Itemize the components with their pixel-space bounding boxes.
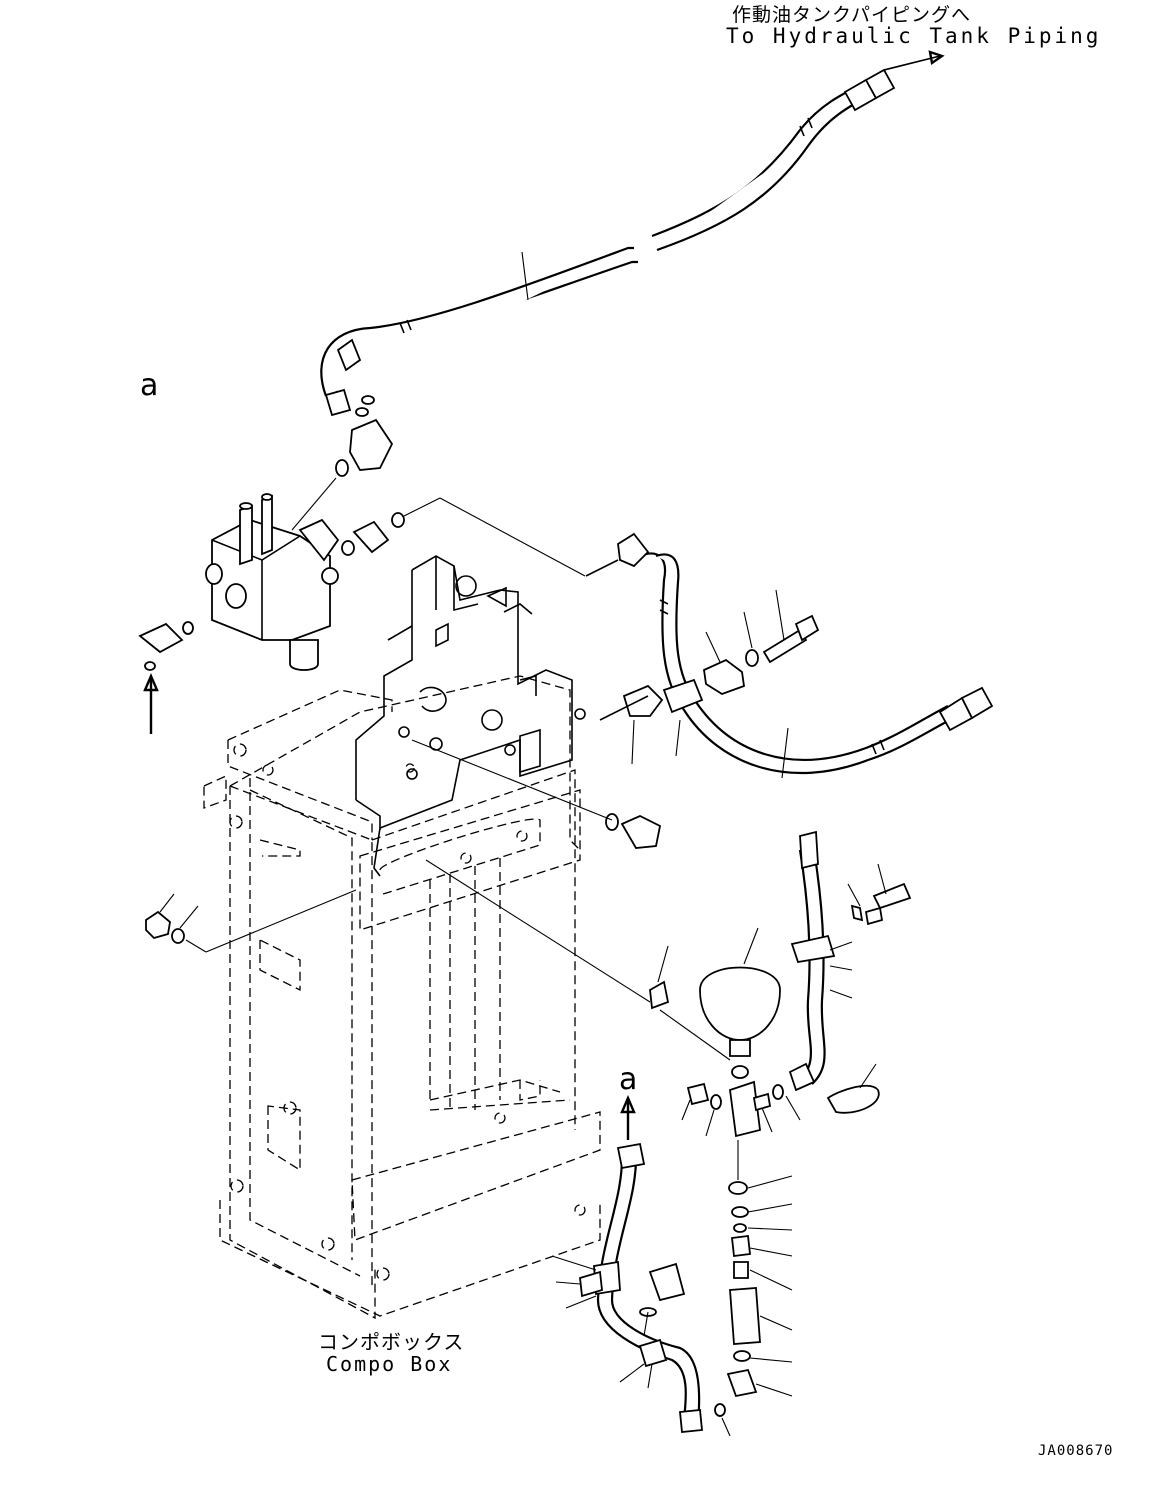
check-valve-stack [714, 1140, 793, 1437]
valve-bracket [355, 555, 586, 877]
view-a-label-lower: a [619, 1062, 638, 1097]
drawing-number: JA008670 [1038, 1443, 1114, 1459]
tank-piping-label-jp: 作動油タンクパイピングへ [732, 4, 972, 26]
lower-hose [551, 1094, 703, 1433]
compo-box-label-jp: コンポボックス [318, 1330, 465, 1354]
tank-piping-label-en: To Hydraulic Tank Piping [726, 24, 1102, 48]
compo-box-frame [203, 675, 601, 1320]
upper-clamps [411, 589, 820, 849]
tank-return-hose [320, 50, 945, 417]
valve-block [138, 477, 340, 734]
left-nut [145, 889, 357, 953]
compo-box-label-en: Compo Box [326, 1352, 453, 1376]
valve-supply-hose [585, 532, 994, 779]
accumulator [425, 859, 801, 1138]
accumulator-hose [788, 830, 912, 1114]
valve-fittings [335, 395, 586, 577]
view-a-label-left: a [140, 368, 159, 403]
